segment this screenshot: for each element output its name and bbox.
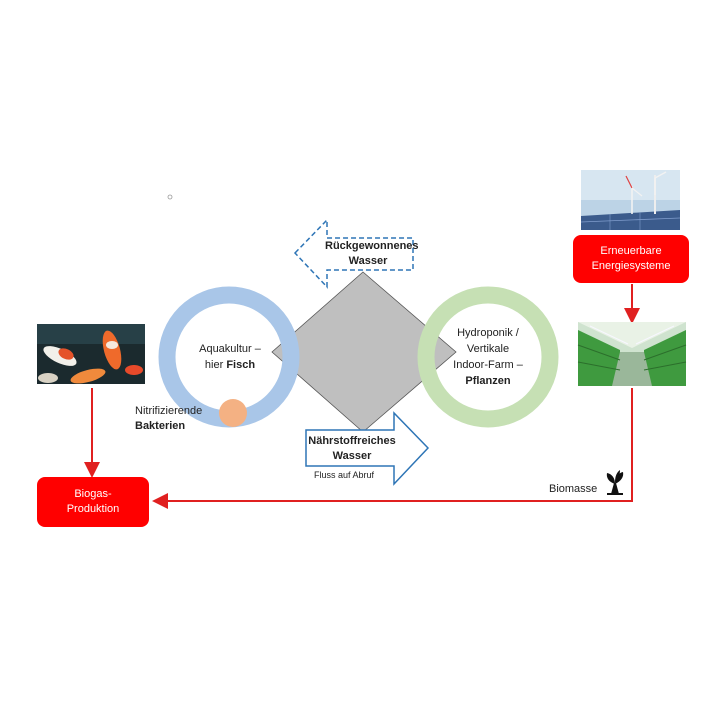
hydroponics-line1: Hydroponik / [457, 327, 519, 339]
recovered-water-arrow [293, 218, 414, 289]
biogas-line2: Produktion [66, 503, 120, 515]
biogas-box: Biogas- Produktion [37, 477, 149, 527]
recovered-water-line2: Wasser [348, 255, 388, 267]
energy-line1: Erneuerbare [600, 245, 662, 257]
nutrient-water-arrow [305, 411, 430, 486]
plant-ring [417, 286, 559, 428]
hydroponics-label: Hydroponik / Vertikale Indoor-Farm – Pfl… [438, 325, 538, 389]
biomass-flow-line [152, 388, 633, 509]
aquaculture-line1: Aquakultur – [199, 343, 261, 355]
aquaculture-label: Aquakultur – hier Fisch [187, 341, 273, 373]
sprout-icon [606, 470, 624, 495]
energy-line2: Energiesysteme [591, 260, 671, 272]
recovered-water-line1: Rückgewonnenes [325, 240, 419, 252]
bacteria-line2: Bakterien [135, 420, 186, 432]
biogas-line1: Biogas- [74, 488, 112, 500]
nutrient-water-label: Nährstoffreiches Wasser [308, 434, 396, 464]
stray-dot [167, 194, 173, 200]
biomass-label: Biomasse [549, 483, 598, 495]
recovered-water-label: Rückgewonnenes Wasser [325, 239, 419, 269]
bacteria-line1: Nitrifizierende [135, 405, 203, 417]
nutrient-water-line1: Nährstoffreiches [308, 435, 396, 447]
nutrient-water-line2: Wasser [332, 450, 372, 462]
renewable-energy-photo [580, 170, 681, 230]
bacteria-dot [219, 399, 247, 427]
hydroponics-line2: Vertikale [466, 343, 510, 355]
koi-fish-photo [37, 324, 145, 384]
flow-on-demand-caption: Fluss auf Abruf [314, 470, 375, 480]
hydroponics-line4: Pflanzen [465, 375, 511, 387]
vertical-farm-photo [577, 322, 687, 386]
aquaculture-line2: hier Fisch [204, 359, 256, 371]
renewable-energy-box: Erneuerbare Energiesysteme [573, 235, 689, 283]
bacteria-label: Nitrifizierende Bakterien [135, 404, 202, 434]
hydroponics-line3: Indoor-Farm – [453, 359, 523, 371]
